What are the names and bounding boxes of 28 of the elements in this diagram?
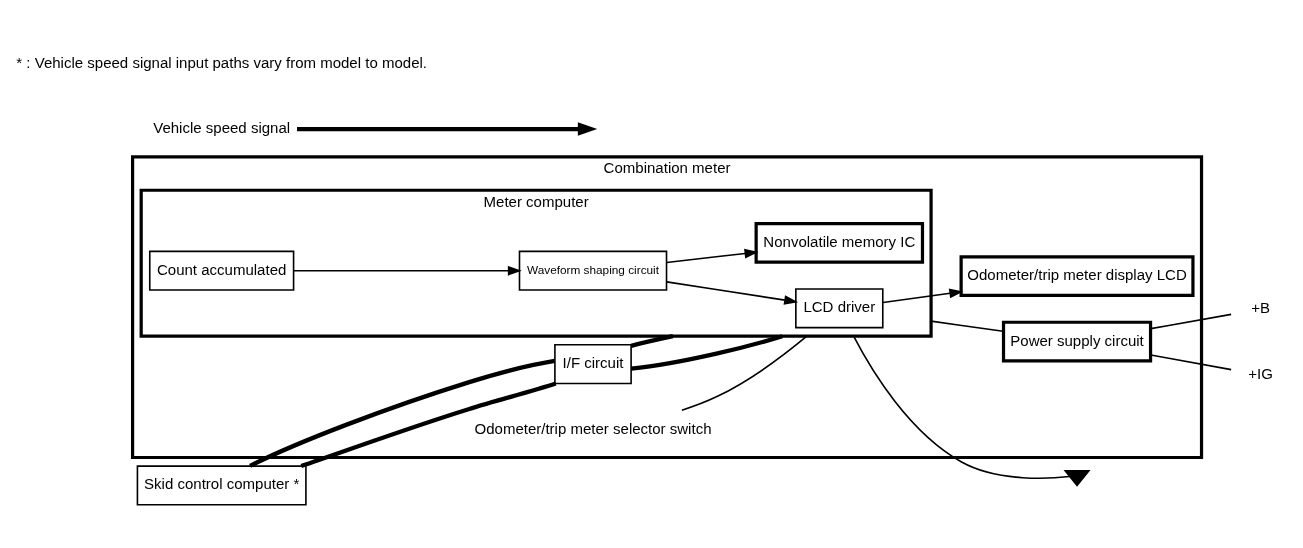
node-text: Odometer/trip meter selector switch [474,419,712,437]
node-box: Skid control computer * [136,464,307,505]
node-text: Vehicle speed signal [153,118,291,136]
arrow [665,280,799,305]
connector [249,358,556,468]
connector [1150,313,1232,329]
node-box: LCD driver [795,287,884,328]
connector [681,334,808,411]
node-text: +B [1251,298,1270,316]
label: * : Vehicle speed signal input paths vary from model to model. [16,53,427,71]
node-text: +IG [1248,364,1273,382]
connector [930,319,1004,332]
arrow [665,248,759,263]
node-box: Count accumulated [148,250,295,291]
node-box: Power supply circuit [1001,320,1153,362]
connector [300,380,557,468]
connector [630,333,674,348]
connector [1150,353,1232,370]
arrow [293,265,522,276]
arrow [882,288,964,303]
node-box: Waveform shaping circuit [518,250,668,291]
node-box: Nonvolatile memory IC [754,221,925,264]
node-box: I/F circuit [554,343,632,384]
node-ground [1063,469,1091,487]
connector [631,333,783,371]
connector [852,334,1071,479]
arrow [297,121,598,136]
node-box: Odometer/trip meter display LCD [959,254,1195,297]
